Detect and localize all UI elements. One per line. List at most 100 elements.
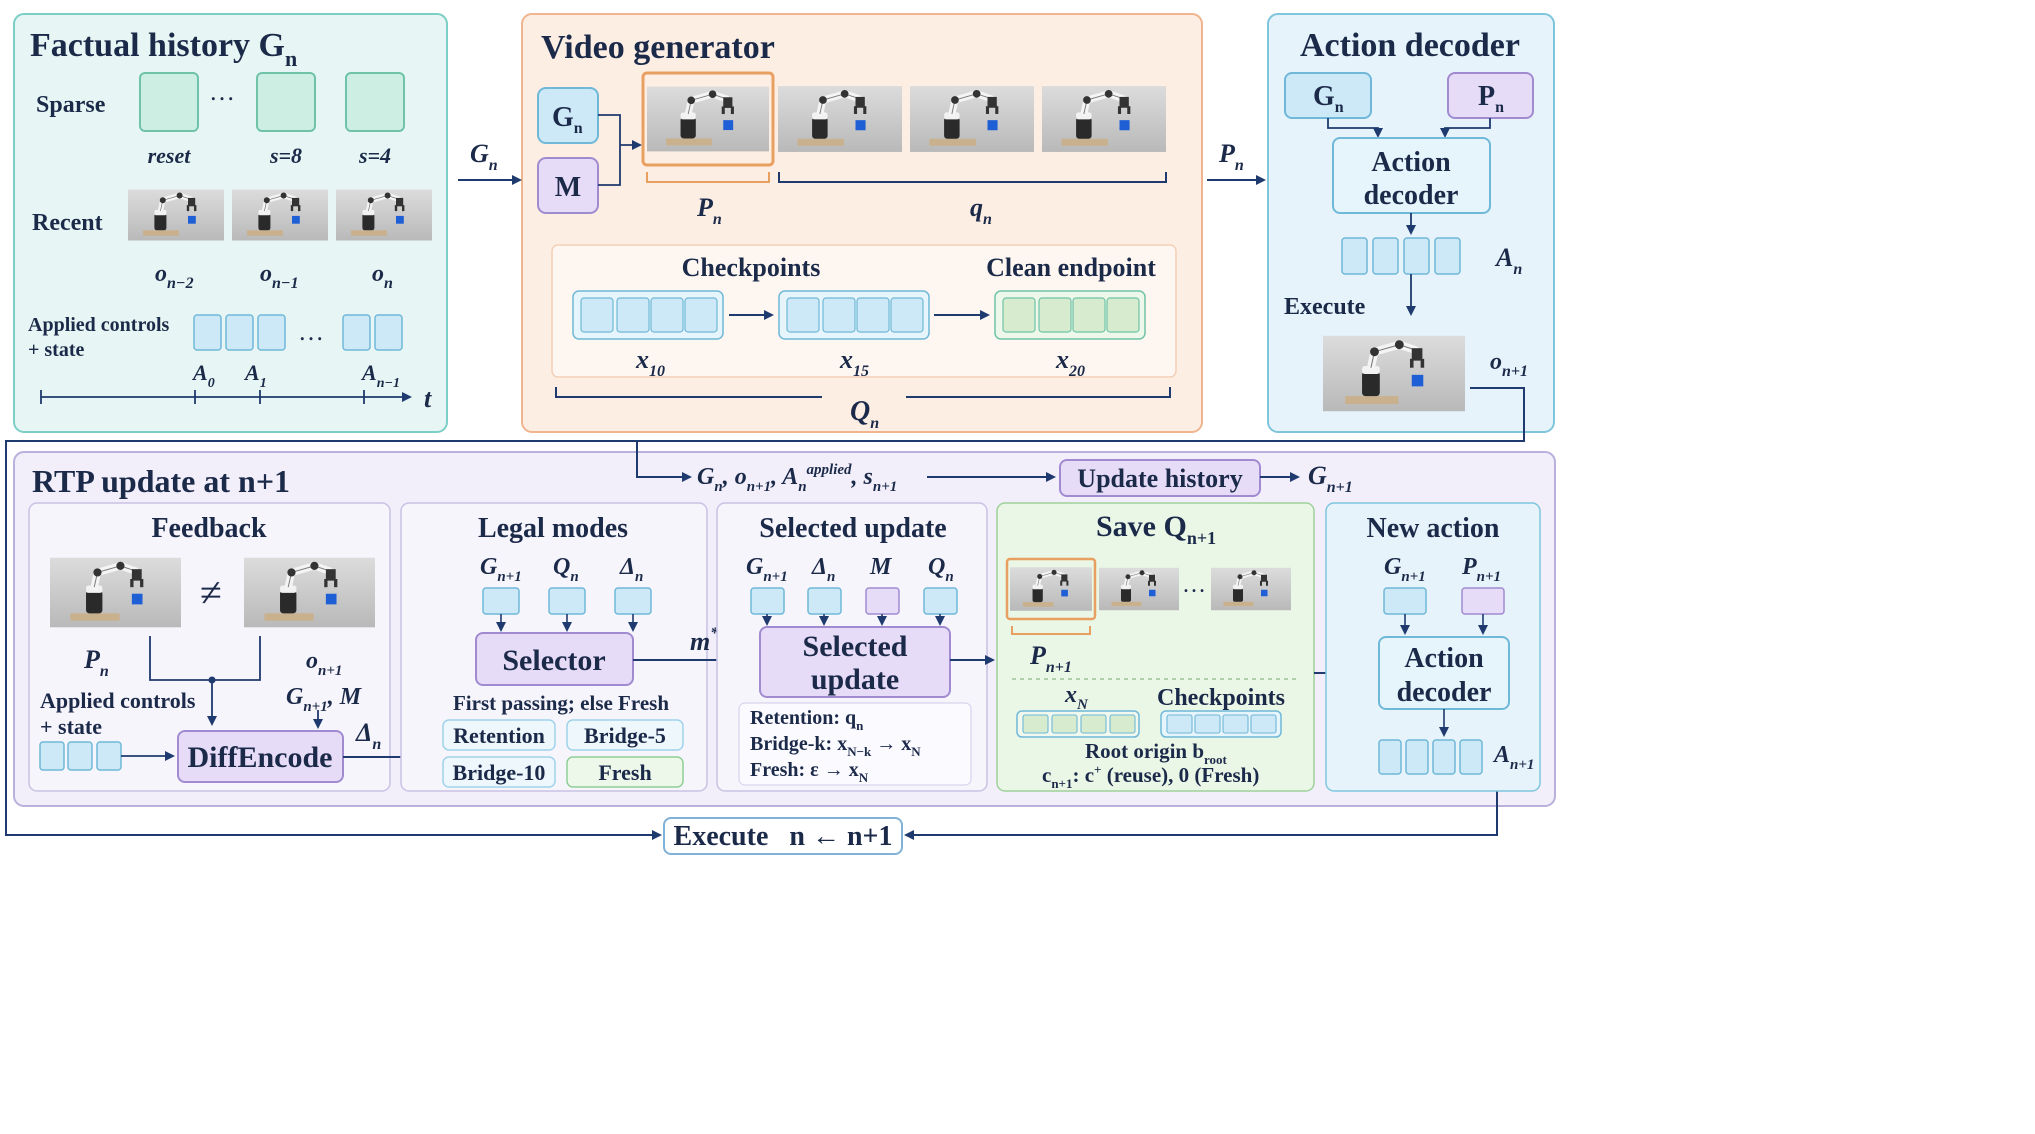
latent-x20-label: x20 [1055, 345, 1085, 380]
sparse-ellipsis: … [209, 77, 235, 106]
feedback-on1-label: on+1 [306, 648, 342, 679]
applied-tokens [193, 314, 403, 351]
new-action-token-p [1461, 587, 1505, 615]
mode-bridge-10 [442, 756, 556, 788]
timeline-label-an-1: An−1 [360, 360, 400, 391]
pn-bracket [646, 172, 770, 183]
save-ellipsis: … [1182, 572, 1206, 598]
feedback-applied-tokens [39, 741, 122, 771]
arrow-pn-to-decoder [1440, 118, 1491, 138]
rule-retention: Retention: qn [750, 707, 864, 733]
new-action-gn1: Gn+1 [1384, 554, 1426, 585]
latent-x10 [572, 290, 724, 340]
sparse-frame-s4 [345, 72, 405, 132]
recent-frame-n [336, 190, 432, 241]
clean-endpoint-label: Clean endpoint [986, 253, 1156, 282]
mode-fresh [566, 756, 684, 788]
action-input-gn-label: Gn [1313, 81, 1344, 116]
feedback-pn-label: Pn [83, 645, 109, 680]
recent-caption-n: on [372, 261, 393, 292]
selected-input-m: M [869, 554, 893, 580]
diffencode-label: DiffEncode [188, 741, 333, 774]
new-action-tokens [1378, 739, 1483, 775]
feedback-gm-label: Gn+1, M [286, 684, 363, 715]
video-frame-pn [647, 87, 769, 152]
feedback-frame-pn [50, 558, 181, 628]
sparse-caption-reset: reset [148, 143, 192, 168]
arrow-label-pn: Pn [1218, 139, 1244, 174]
flow-to-update-line [636, 441, 692, 482]
sparse-caption-s8: s=8 [269, 143, 302, 168]
latent-x20 [994, 290, 1146, 340]
rule-bridge: Bridge-k: xN−k → xN [750, 733, 921, 759]
feedback-title: Feedback [151, 513, 267, 544]
sparse-frame-reset [139, 72, 199, 132]
latent-x10-label: x10 [635, 345, 665, 380]
mode-retention-label: Retention [453, 723, 545, 748]
time-axis-label: t [424, 384, 432, 413]
feedback-applied-2: + state [40, 714, 102, 739]
save-pn1-label: Pn+1 [1029, 641, 1072, 676]
mode-retention [442, 719, 556, 751]
selected-input-qn: Qn [928, 554, 954, 585]
arrow-gn-to-decoder [1327, 118, 1383, 138]
timeline-label-a1: A1 [243, 360, 267, 391]
new-action-decoder-line1: Action [1404, 643, 1484, 674]
rule-fresh: Fresh: ε → xN [750, 759, 869, 785]
observation-return-line [5, 387, 1525, 840]
applied-controls-label: Applied controls [28, 314, 170, 336]
legal-rule: First passing; else Fresh [453, 691, 669, 715]
video-inputs-merge [598, 114, 640, 186]
action-decoder-title: Action decoder [1300, 27, 1520, 64]
arrow-label-gn: Gn [470, 139, 498, 174]
selected-input-arrows [762, 614, 945, 626]
qn-bracket [778, 172, 1167, 183]
applied-state-label: + state [28, 339, 85, 361]
save-checkpoints-label: Checkpoints [1157, 685, 1285, 711]
execute-loop-box [663, 817, 903, 855]
video-qn-label: qn [970, 193, 992, 228]
save-xn-label: xN [1064, 682, 1089, 713]
new-action-decoder-line2: decoder [1397, 677, 1492, 708]
feedback-applied-1: Applied controls [40, 688, 196, 713]
latent-x15 [778, 290, 930, 340]
recent-frame-n-1 [232, 190, 328, 241]
time-axis [40, 390, 412, 404]
legal-input-gn1: Gn+1 [480, 554, 522, 585]
action-tokens-an [1341, 237, 1461, 275]
flow-label: Gn, on+1, Anapplied, sn+1 [697, 462, 897, 495]
legal-input-delta: Δn [619, 554, 643, 585]
recent-caption-n-2: on−2 [155, 261, 194, 292]
video-frame-q3 [1042, 86, 1166, 152]
video-frame-q2 [910, 86, 1034, 152]
sparse-frame-s8 [256, 72, 316, 132]
new-action-input-arrows [1400, 614, 1488, 635]
timeline-label-a0: A0 [191, 360, 215, 391]
selected-rules-box [738, 702, 972, 786]
feedback-frame-on1 [244, 558, 375, 628]
video-pn-label: Pn [696, 193, 722, 228]
legal-input-tokens [482, 587, 652, 615]
new-action-token-g [1383, 587, 1427, 615]
latent-x15-label: x15 [839, 345, 869, 380]
action-on1-label: on+1 [1490, 349, 1528, 380]
save-frame-highlight [1005, 557, 1097, 621]
selected-update-box [759, 626, 951, 698]
selected-input-delta: Δn [811, 554, 835, 585]
execute-loop-label: Execute n ← n+1 [674, 821, 893, 852]
save-title: Save Qn+1 [1096, 510, 1216, 548]
execute-label: Execute [1284, 294, 1366, 320]
mstar-label: m* [690, 625, 719, 656]
sparse-caption-s4: s=4 [358, 143, 391, 168]
save-frame-2 [1099, 568, 1179, 611]
sparse-label: Sparse [36, 92, 106, 118]
feedback-neq: ≠ [200, 570, 222, 615]
mode-bridge-10-label: Bridge-10 [453, 760, 546, 785]
mode-bridge-5 [566, 719, 684, 751]
action-an-label: An [1494, 243, 1522, 278]
video-Qn-label: Qn [850, 396, 879, 432]
video-input-m-label: M [555, 172, 581, 203]
new-action-title: New action [1367, 513, 1500, 544]
feedback-compare-lines [149, 636, 261, 724]
